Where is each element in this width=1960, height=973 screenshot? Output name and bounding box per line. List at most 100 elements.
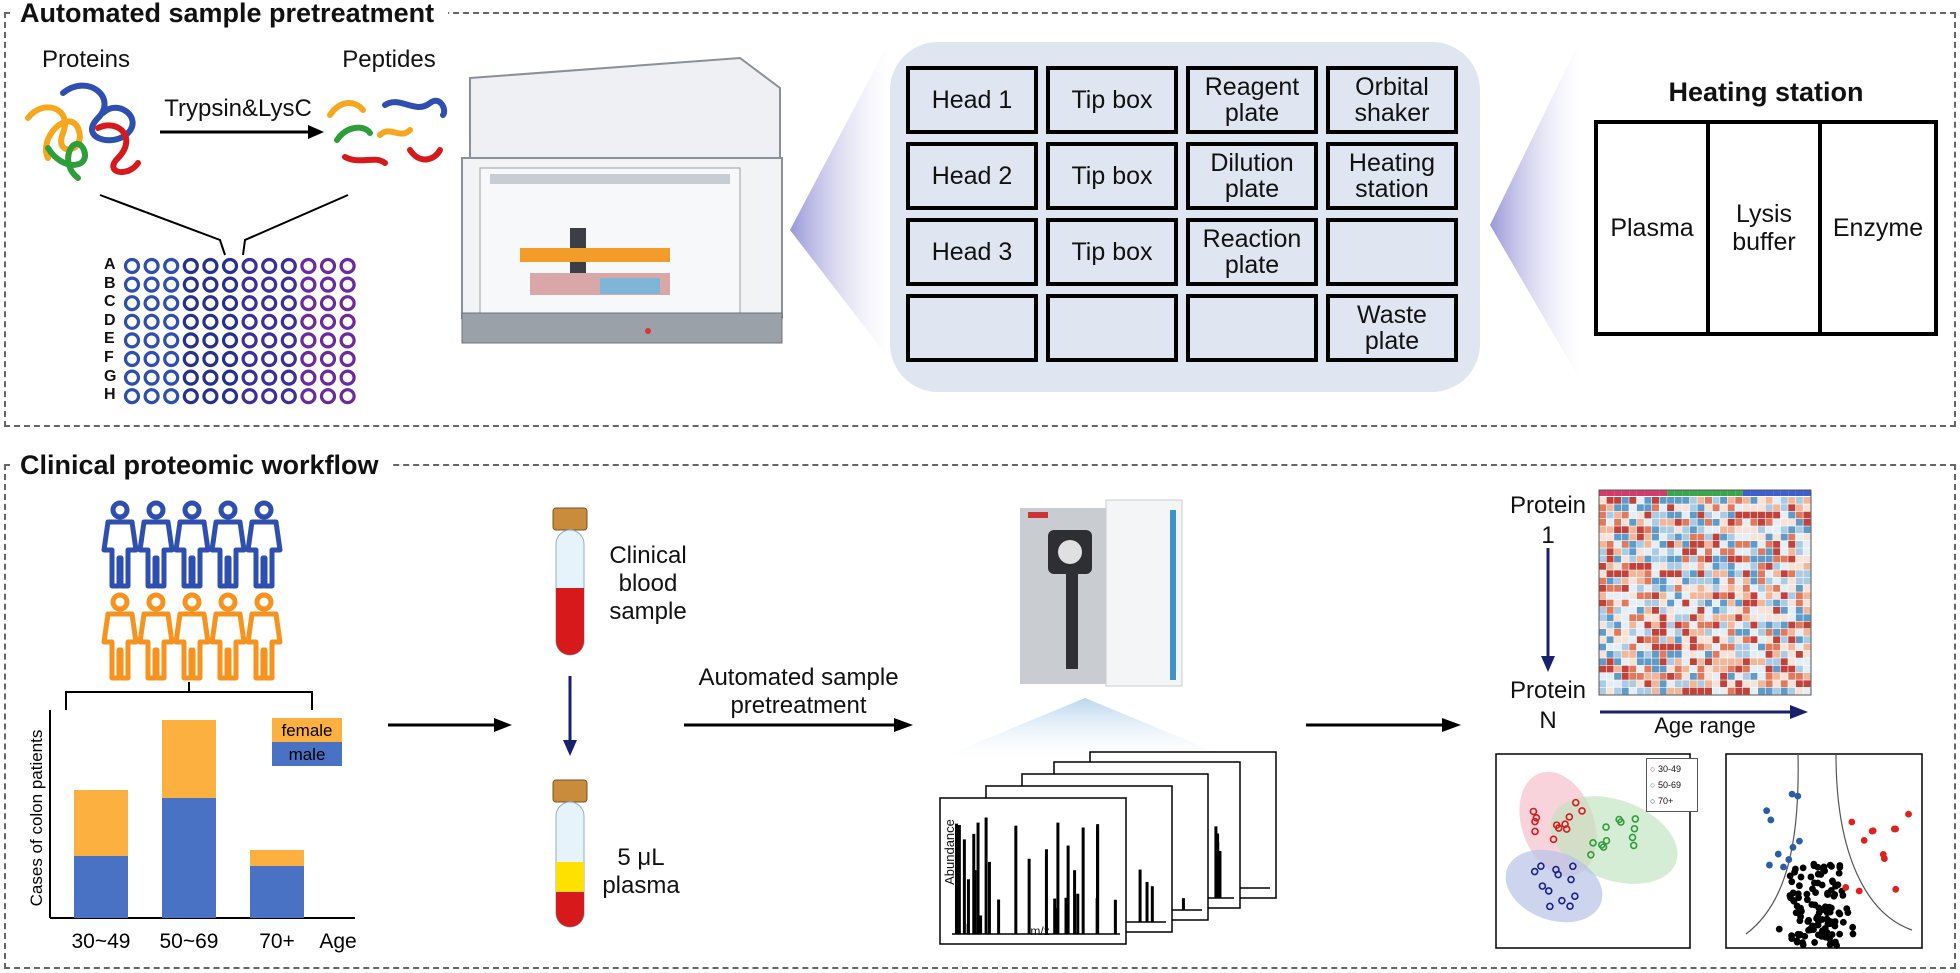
heatmap-cell <box>1697 526 1705 534</box>
plate-well <box>123 295 141 312</box>
heatmap-cell <box>1652 570 1659 578</box>
heatmap-cell <box>1795 673 1803 680</box>
heatmap-cell <box>1599 614 1606 622</box>
heatmap-cell <box>1712 651 1720 658</box>
heatmap-cell <box>1599 673 1606 680</box>
heatmap-cell <box>1735 665 1743 673</box>
heatmap-cell <box>1705 665 1712 673</box>
heatmap-cell <box>1705 621 1712 629</box>
heatmap-cell <box>1750 643 1758 651</box>
volcano-point-ns <box>1810 926 1817 933</box>
heating-slot-plasma: Plasma <box>1598 124 1710 332</box>
heatmap-cell <box>1689 511 1697 519</box>
heatmap-cell <box>1765 614 1773 622</box>
heatmap-cell <box>1765 643 1773 651</box>
heatmap-cell <box>1803 577 1811 585</box>
heatmap-cell <box>1780 504 1788 512</box>
heatmap-cell <box>1780 548 1788 556</box>
heatmap-cell <box>1644 548 1652 556</box>
heatmap-cell <box>1689 607 1697 614</box>
heatmap-cell <box>1644 599 1652 607</box>
heatmap-cell <box>1667 621 1675 629</box>
heatmap-cell <box>1652 511 1659 519</box>
heatmap-cell <box>1750 497 1758 504</box>
bar-male <box>162 798 216 918</box>
heatmap-cell <box>1742 497 1750 504</box>
heatmap-cell <box>1674 687 1682 695</box>
pca-plot <box>1495 753 1691 949</box>
volcano-threshold-right <box>1835 753 1913 931</box>
heatmap-cell <box>1773 563 1781 570</box>
heatmap-cell <box>1705 577 1712 585</box>
heatmap-cell <box>1621 585 1629 592</box>
heatmap-cell <box>1780 673 1788 680</box>
heatmap-cell <box>1659 497 1667 504</box>
heatmap-cell <box>1621 658 1629 666</box>
volcano-point-down <box>1785 856 1793 863</box>
heatmap-cell <box>1758 533 1765 541</box>
heatmap-cell <box>1689 548 1697 556</box>
heatmap-cell <box>1629 636 1637 644</box>
heatmap-cell <box>1735 629 1743 636</box>
heatmap-cell <box>1674 636 1682 644</box>
heatmap-cell <box>1765 592 1773 600</box>
tick-label: 70+ <box>259 930 295 953</box>
plate-well <box>280 350 297 368</box>
heatmap-cell <box>1795 570 1803 578</box>
volcano-point-down <box>1774 850 1782 858</box>
person-icon <box>101 500 139 589</box>
volcano-point-ns <box>1794 930 1802 938</box>
heatmap-cell <box>1705 636 1712 644</box>
plate-well <box>280 313 297 330</box>
heatmap-cell <box>1599 563 1606 570</box>
heatmap-cell <box>1682 526 1690 534</box>
person-icon <box>137 592 175 681</box>
heatmap-cell <box>1659 555 1667 563</box>
heatmap-cell <box>1788 687 1796 695</box>
heatmap-cell <box>1788 621 1796 629</box>
heatmap-cell <box>1682 570 1690 578</box>
heatmap-cell <box>1788 577 1796 585</box>
heatmap-cell <box>1765 555 1773 563</box>
heatmap-cell <box>1636 526 1644 534</box>
heatmap-group-bar <box>1674 490 1683 496</box>
heatmap-group-bar <box>1621 490 1630 496</box>
heatmap-cell <box>1621 687 1629 695</box>
heatmap-group-bar <box>1606 490 1615 496</box>
plate-well <box>339 388 356 405</box>
heatmap-cell <box>1712 658 1720 666</box>
volcano-point-ns <box>1823 909 1831 917</box>
heatmap-cell <box>1629 592 1637 600</box>
heatmap-cell <box>1621 555 1629 563</box>
heatmap-cell <box>1765 673 1773 680</box>
heatmap-cell <box>1659 570 1667 578</box>
heatmap-cell <box>1720 526 1728 534</box>
heatmap-cell <box>1803 541 1811 548</box>
plate-well <box>300 369 317 386</box>
well-plate <box>123 257 356 405</box>
heatmap-cell <box>1712 519 1720 526</box>
plate-well <box>221 388 239 405</box>
pca-point <box>1615 815 1623 824</box>
heatmap-cell <box>1735 636 1743 644</box>
heatmap-cell <box>1742 592 1750 600</box>
volcano-point-ns <box>1801 932 1809 940</box>
heatmap-cell <box>1750 687 1758 695</box>
heatmap-cell <box>1674 504 1682 512</box>
bar-female <box>74 790 128 856</box>
person-body <box>101 611 139 681</box>
heatmap-cell <box>1750 680 1758 688</box>
heatmap-cell <box>1780 607 1788 614</box>
heatmap-cell <box>1599 497 1606 504</box>
heatmap-cell <box>1720 555 1728 563</box>
heatmap-cell <box>1765 621 1773 629</box>
person-head <box>110 592 130 612</box>
heatmap-cell <box>1689 504 1697 512</box>
heatmap-cell <box>1720 563 1728 570</box>
heatmap-cell <box>1720 673 1728 680</box>
plate-row-label: D <box>104 311 116 329</box>
heatmap-cell <box>1803 497 1811 504</box>
heatmap-cell <box>1727 577 1735 585</box>
heatmap-cell <box>1689 673 1697 680</box>
plate-well <box>339 332 356 349</box>
